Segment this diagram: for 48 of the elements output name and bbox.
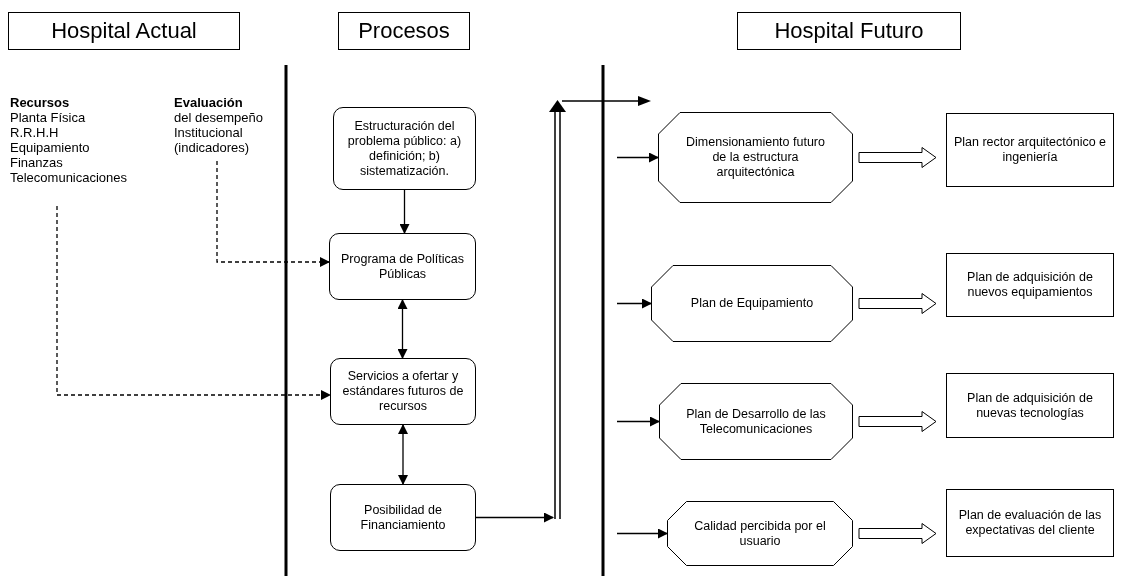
block-arrow	[858, 293, 937, 314]
arrow	[216, 160, 330, 267]
arrow	[475, 512, 554, 523]
plan-box	[946, 113, 1114, 187]
process-box	[330, 358, 476, 425]
arrow	[616, 152, 659, 163]
node-label: Servicios a ofertar y estándares futuros de recursos	[341, 369, 465, 414]
arrow	[399, 189, 410, 234]
block-arrow	[858, 411, 937, 432]
text-label: Telecomunicaciones	[10, 170, 128, 185]
text-label: Equipamiento	[10, 140, 90, 155]
node-label: Plan de evaluación de las expectativas del cliente	[957, 508, 1103, 538]
process-box	[333, 107, 476, 190]
node-label: Estructuración del problema público: a) definición; b) sistematización.	[346, 118, 463, 179]
column-header	[338, 12, 470, 50]
heading-label: Evaluación	[174, 95, 243, 110]
plan-box	[946, 253, 1114, 317]
text-label: Finanzas	[10, 155, 63, 170]
arrow	[616, 298, 652, 309]
heading-label: Recursos	[10, 95, 70, 110]
node-label: Dimensionamiento futuro de la estructura arquitectónica	[685, 135, 826, 180]
node-label: Plan de Equipamiento	[690, 296, 814, 311]
node-label: Hospital Actual	[51, 18, 197, 44]
arrow	[616, 528, 668, 539]
node-label: Posibilidad de Financiamiento	[359, 502, 447, 533]
process-box	[330, 484, 476, 551]
node-label: Plan rector arquitectónico e ingeniería	[952, 135, 1108, 165]
column-header	[737, 12, 961, 50]
process-box	[329, 233, 476, 300]
plan-box	[946, 373, 1114, 438]
node-label: Plan de adquisición de nuevas tecnologías	[966, 390, 1094, 421]
arrow	[56, 205, 331, 400]
node-label: Procesos	[358, 18, 450, 44]
plan-box	[946, 489, 1114, 557]
text-label: del desempeño Institucional (indicadores)	[174, 110, 264, 155]
block-arrow	[858, 523, 937, 544]
block-arrow	[858, 147, 937, 168]
node-label: Hospital Futuro	[774, 18, 924, 44]
node-label: Plan de adquisición de nuevos equipamientos	[966, 270, 1094, 300]
arrow	[616, 416, 660, 427]
arrow	[397, 299, 408, 359]
node-label: Programa de Políticas Públicas	[340, 251, 465, 282]
node-label: Plan de Desarrollo de las Telecomunicaciones	[685, 406, 827, 437]
text-label: R.R.H.H	[10, 125, 59, 140]
arrow	[398, 424, 408, 485]
text-label: Planta Física	[10, 110, 86, 125]
node-label: Calidad percibida por el usuario	[693, 518, 827, 549]
column-header	[8, 12, 240, 50]
